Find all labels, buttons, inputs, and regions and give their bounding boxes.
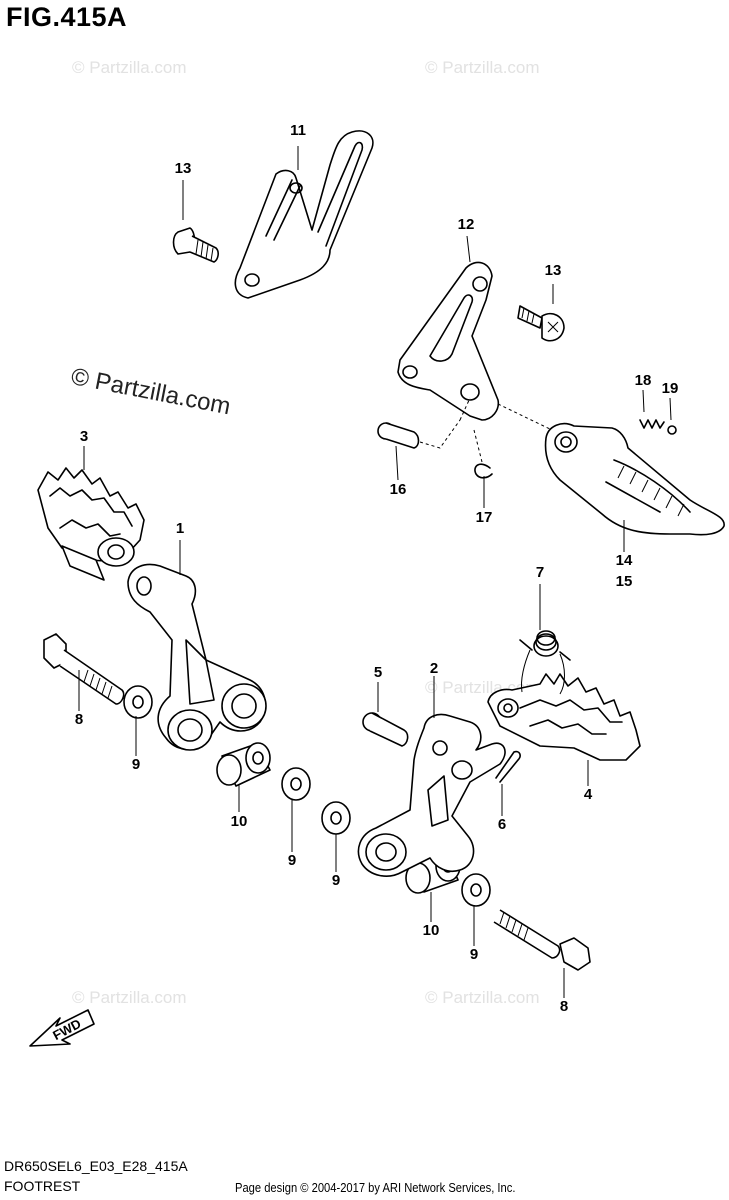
part-3-footpeg[interactable] bbox=[37, 467, 145, 581]
callout-5[interactable]: 5 bbox=[373, 664, 383, 681]
part-8-bolt[interactable] bbox=[43, 633, 125, 705]
part-17-clip[interactable] bbox=[473, 429, 493, 479]
part-13-bolt[interactable] bbox=[172, 227, 219, 263]
callout-14[interactable]: 14 bbox=[615, 552, 633, 569]
copyright-notice: Page design © 2004-2017 by ARI Network S… bbox=[235, 1180, 516, 1195]
part-9-washer[interactable] bbox=[461, 873, 491, 907]
watermark: © Partzilla.com bbox=[425, 988, 540, 1007]
callout-8[interactable]: 8 bbox=[74, 711, 84, 728]
diagram-name: FOOTREST bbox=[4, 1178, 81, 1194]
watermark: © Partzilla.com bbox=[425, 58, 540, 77]
part-19-ball[interactable] bbox=[667, 425, 677, 435]
callout-1[interactable]: 1 bbox=[175, 520, 185, 537]
part-14-15-footpeg[interactable] bbox=[497, 403, 725, 536]
callout-10[interactable]: 10 bbox=[230, 813, 248, 830]
part-13-bolt[interactable] bbox=[517, 305, 565, 342]
callout-9[interactable]: 9 bbox=[287, 852, 297, 869]
watermark: © Partzilla.com bbox=[72, 988, 187, 1007]
part-11-bracket[interactable] bbox=[234, 130, 374, 299]
part-5-pin[interactable] bbox=[362, 712, 409, 747]
callout-15[interactable]: 15 bbox=[615, 573, 633, 590]
figure-title: FIG.415A bbox=[6, 2, 128, 32]
fwd-arrow-icon bbox=[29, 1009, 95, 1047]
diagram-code: DR650SEL6_E03_E28_415A bbox=[4, 1158, 188, 1174]
part-4-footpeg[interactable] bbox=[487, 673, 641, 761]
callout-16[interactable]: 16 bbox=[389, 481, 407, 498]
part-8-bolt[interactable] bbox=[493, 909, 591, 971]
callout-12[interactable]: 12 bbox=[457, 216, 475, 233]
callout-4[interactable]: 4 bbox=[583, 786, 593, 803]
callout-9[interactable]: 9 bbox=[469, 946, 479, 963]
callout-2[interactable]: 2 bbox=[429, 660, 439, 677]
callout-7[interactable]: 7 bbox=[535, 564, 545, 581]
callout-11[interactable]: 11 bbox=[290, 122, 306, 139]
part-9-washer[interactable] bbox=[321, 801, 351, 835]
part-10-bushing[interactable] bbox=[216, 742, 271, 787]
callout-17[interactable]: 17 bbox=[475, 509, 493, 526]
part-9-washer[interactable] bbox=[123, 685, 153, 719]
callout-18[interactable]: 18 bbox=[634, 372, 652, 389]
part-16-pin[interactable] bbox=[377, 397, 471, 449]
part-12-bracket[interactable] bbox=[397, 261, 500, 421]
callout-19[interactable]: 19 bbox=[661, 380, 679, 397]
callout-leaders bbox=[78, 146, 672, 998]
callout-13[interactable]: 13 bbox=[174, 160, 192, 177]
callout-9[interactable]: 9 bbox=[131, 756, 141, 773]
callout-8[interactable]: 8 bbox=[559, 998, 569, 1015]
watermark: © Partzilla.com bbox=[72, 58, 187, 77]
callout-6[interactable]: 6 bbox=[497, 816, 507, 833]
part-2-bracket-arm[interactable] bbox=[357, 713, 506, 877]
part-9-washer[interactable] bbox=[281, 767, 311, 801]
callout-13[interactable]: 13 bbox=[544, 262, 562, 279]
callout-3[interactable]: 3 bbox=[79, 428, 89, 445]
callout-10[interactable]: 10 bbox=[422, 922, 440, 939]
part-1-bracket-arm[interactable] bbox=[127, 563, 267, 751]
callout-9[interactable]: 9 bbox=[331, 872, 341, 889]
part-6-cotter-pin[interactable] bbox=[495, 750, 521, 783]
part-7-spring[interactable] bbox=[519, 630, 571, 695]
part-18-spring[interactable] bbox=[639, 419, 665, 429]
